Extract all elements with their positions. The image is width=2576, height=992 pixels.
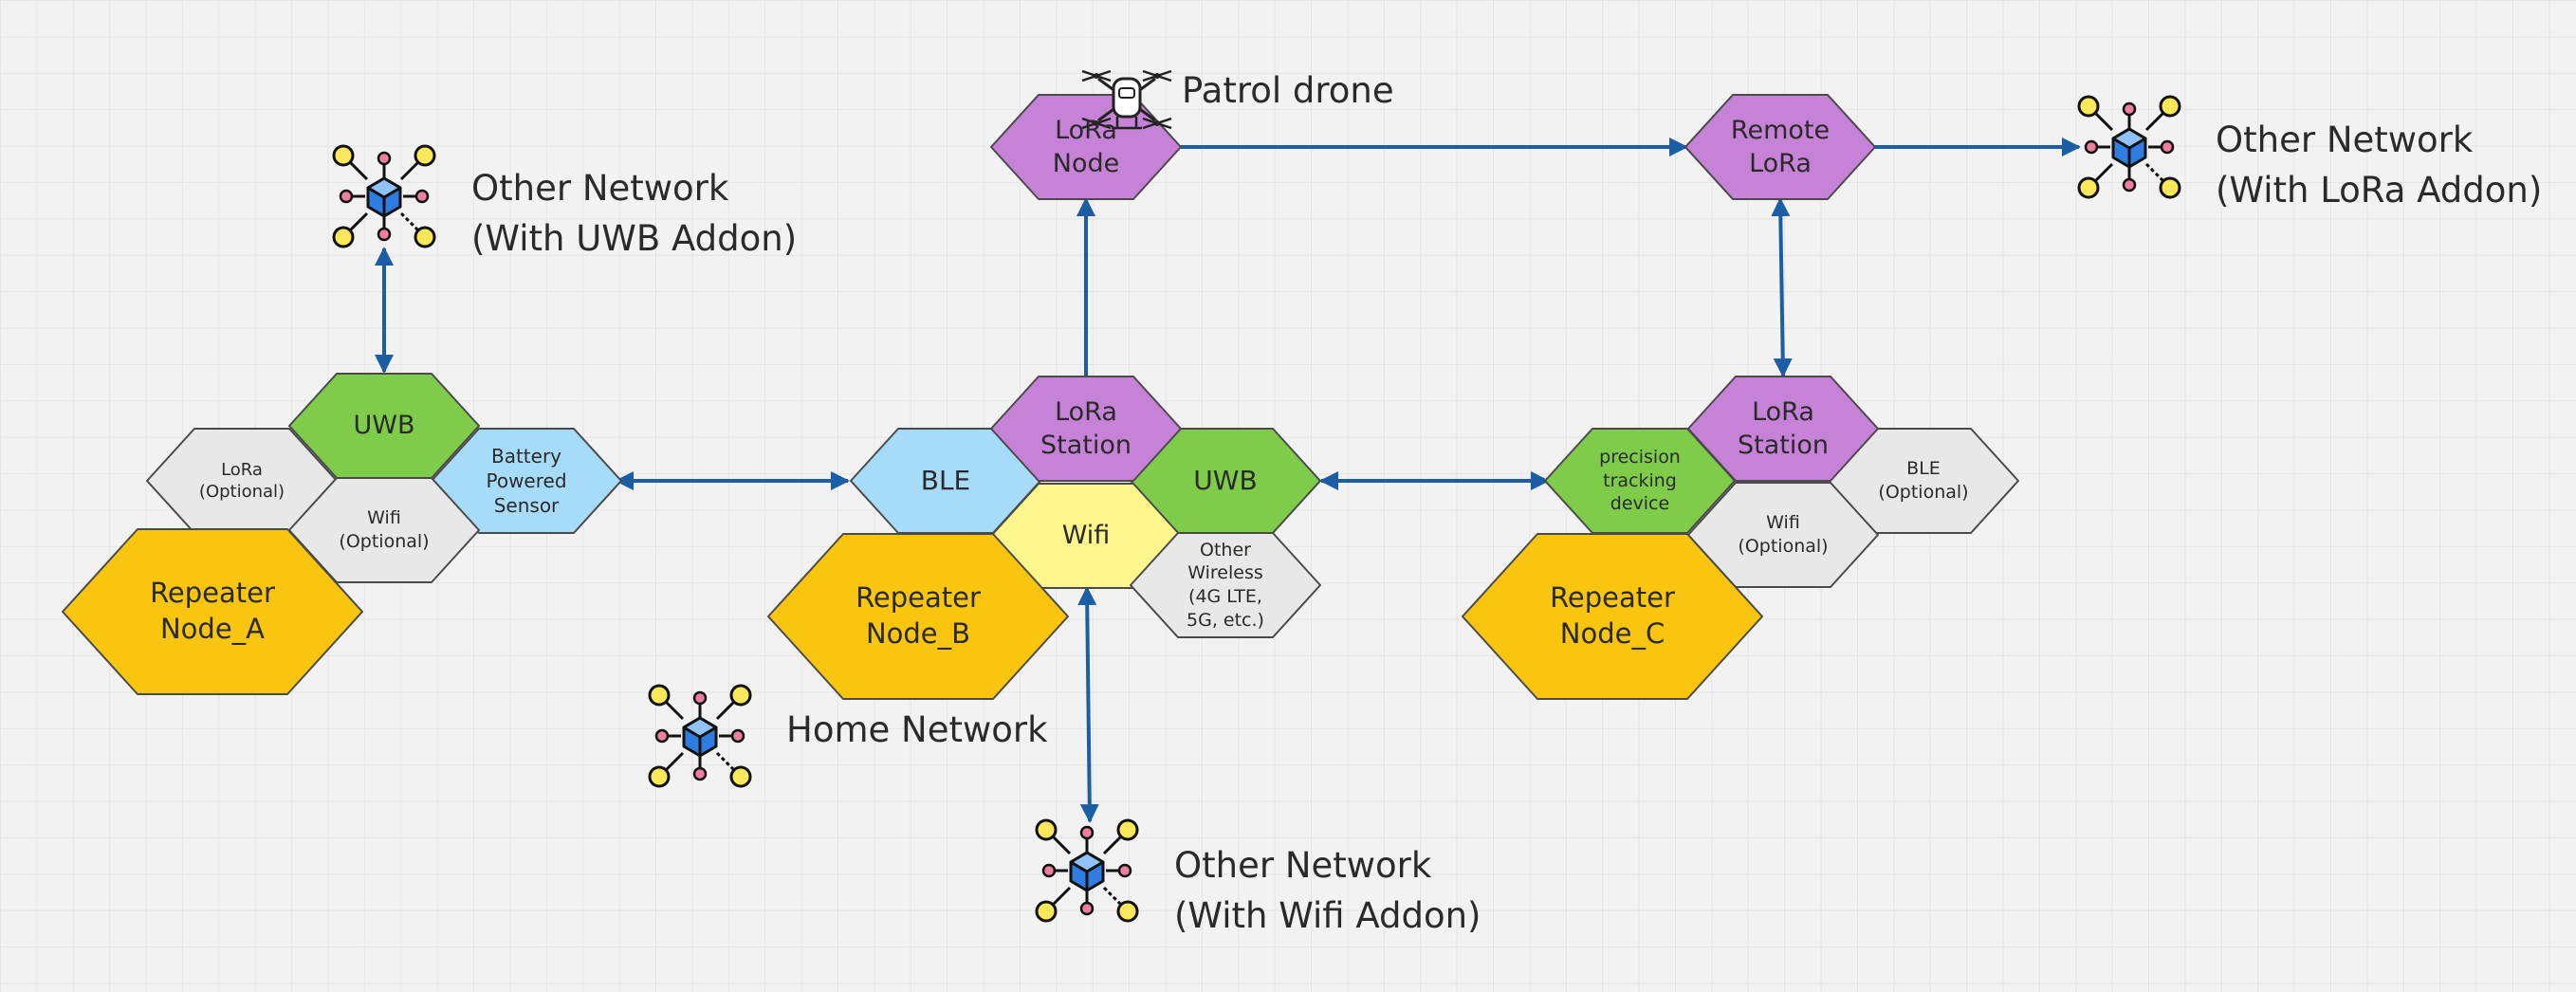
hex-label-node-b-wifi: Wifi — [1061, 521, 1111, 551]
hex-label-node-a-battery: Battery Powered Sensor — [486, 445, 567, 517]
hex-node-c-lora-station[interactable] — [1687, 376, 1879, 482]
connector-remote-lora-to-node-c[interactable] — [1771, 197, 1793, 377]
hex-remote-lora[interactable] — [1684, 94, 1876, 200]
hex-label-remote-lora: Remote LoRa — [1730, 115, 1831, 178]
hex-label-node-b-uwb: UWB — [1193, 464, 1258, 496]
hex-node-c-repeater[interactable] — [1462, 533, 1763, 700]
hex-label-lora-node: LoRa Node — [1052, 115, 1120, 178]
hex-label-node-b-other-wireless: Other Wireless (4G LTE, 5G, etc.) — [1187, 539, 1264, 631]
hex-label-node-c-repeater: Repeater Node_C — [1550, 581, 1675, 650]
wifi-addon-network-label: Other Network (With Wifi Addon) — [1174, 845, 1481, 936]
hex-node-b-lora-station[interactable] — [990, 376, 1182, 482]
hex-label-node-b-repeater: Repeater Node_B — [856, 581, 981, 650]
hex-label-node-c-wifi: Wifi (Optional) — [1738, 512, 1829, 557]
connector-wifi-to-wifi-network[interactable] — [1077, 586, 1099, 823]
hex-label-node-a-wifi: Wifi (Optional) — [339, 507, 430, 552]
hex-label-node-c-tracking: precision tracking device — [1599, 446, 1681, 515]
uwb-addon-network-label: Other Network (With UWB Addon) — [471, 168, 798, 259]
drone-icon — [1080, 69, 1173, 130]
hex-label-node-c-lora-station: LoRa Station — [1738, 396, 1829, 460]
hex-label-node-a-uwb: UWB — [353, 411, 415, 441]
hex-lora-node[interactable] — [990, 94, 1182, 200]
lora-addon-network-label: Other Network (With LoRa Addon) — [2216, 119, 2543, 211]
home-network-label: Home Network — [786, 709, 1048, 750]
hex-node-a-repeater[interactable] — [62, 528, 363, 695]
hex-label-node-b-lora-station: LoRa Station — [1040, 396, 1132, 460]
hex-node-b-other-wireless[interactable] — [1130, 532, 1321, 638]
hex-label-node-a-lora: LoRa (Optional) — [198, 459, 285, 502]
hex-label-node-b-ble: BLE — [920, 464, 971, 496]
hex-node-b-repeater[interactable] — [767, 533, 1069, 700]
hex-label-node-a-repeater: Repeater Node_A — [150, 577, 275, 645]
hex-node-a-battery[interactable] — [431, 428, 622, 534]
hex-label-node-c-ble: BLE (Optional) — [1878, 458, 1969, 503]
patrol-drone-label: Patrol drone — [1182, 70, 1394, 111]
